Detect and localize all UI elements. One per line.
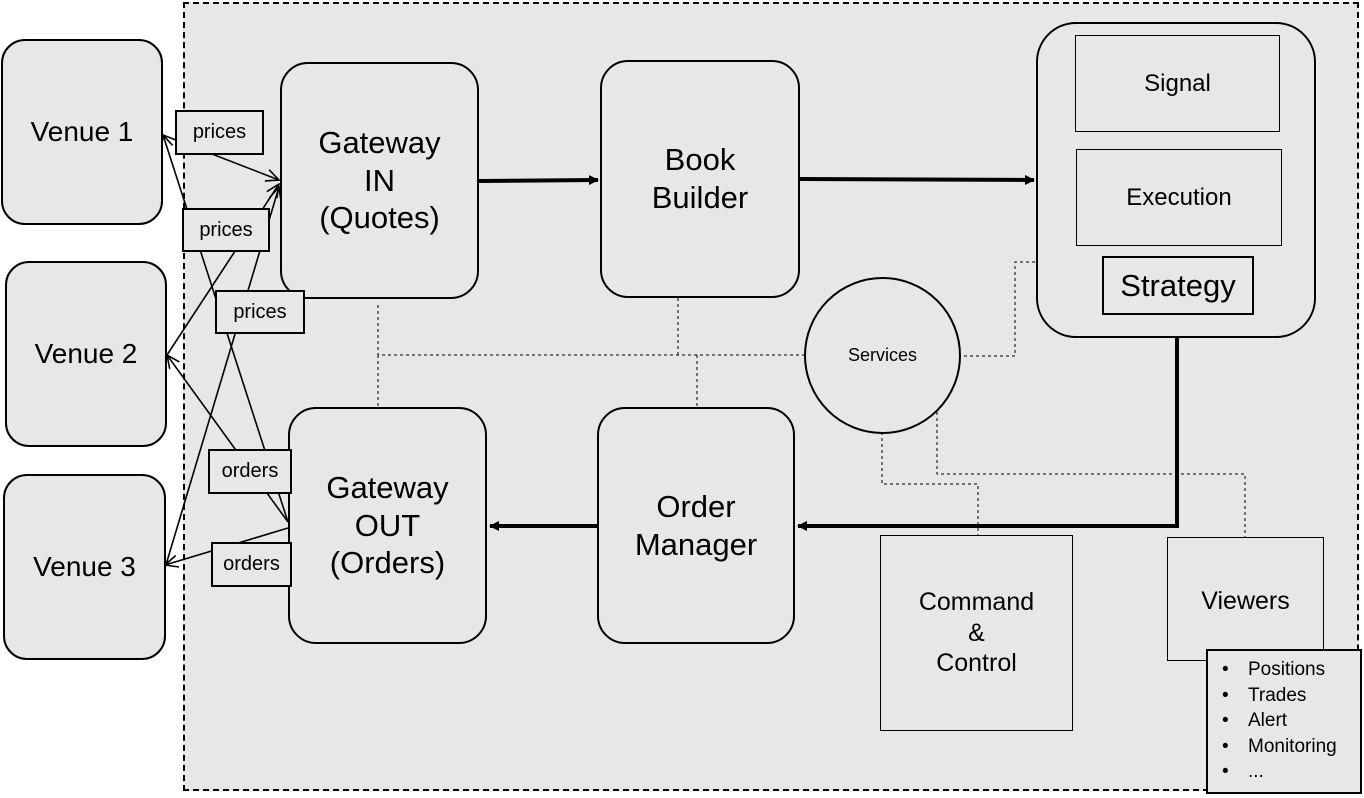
viewers-label: Viewers <box>1201 587 1290 615</box>
gateway-in-label: Gateway IN (Quotes) <box>318 124 441 236</box>
viewers-item-monitoring: Monitoring <box>1222 734 1352 760</box>
services-label: Services <box>847 344 918 365</box>
book-builder-label: Book Builder <box>651 142 749 215</box>
viewers-item-positions: Positions <box>1222 657 1352 683</box>
order-manager-label: Order Manager <box>634 488 758 562</box>
strategy-title-box: Strategy <box>1102 256 1254 315</box>
prices-tag-label: prices <box>199 218 253 241</box>
command-control-label: Command & Control <box>918 588 1035 678</box>
prices-tag: prices <box>182 208 270 252</box>
orders-tag: orders <box>208 449 292 494</box>
arrow-gateway-in-to-book-builder <box>478 175 599 186</box>
arrow-strategy-to-order-manager <box>797 338 1179 531</box>
service-link-strategy <box>958 261 1038 357</box>
book-builder-box: Book Builder <box>600 60 800 298</box>
command-control-box: Command & Control <box>880 535 1073 731</box>
venue-3-box: Venue 3 <box>3 474 166 660</box>
gateway-out-label: Gateway OUT (Orders) <box>326 469 449 581</box>
strategy-title: Strategy <box>1120 267 1236 303</box>
orders-tag-label: orders <box>223 553 280 576</box>
prices-tag: prices <box>175 110 264 155</box>
execution-label: Execution <box>1126 183 1232 211</box>
gateway-in-box: Gateway IN (Quotes) <box>280 62 479 299</box>
venue-2-box: Venue 2 <box>5 261 167 447</box>
prices-tag: prices <box>215 290 305 334</box>
viewers-item-alert: Alert <box>1222 708 1352 734</box>
arrow-book-builder-to-strategy <box>799 174 1035 185</box>
prices-tag-label: prices <box>233 300 287 323</box>
venue-2-label: Venue 2 <box>34 337 138 369</box>
gateway-out-box: Gateway OUT (Orders) <box>288 407 487 644</box>
viewers-item-trades: Trades <box>1222 683 1352 709</box>
orders-tag-label: orders <box>221 460 279 483</box>
orders-tag: orders <box>211 542 292 587</box>
arrow-orders-venue2 <box>167 355 289 523</box>
viewers-box: Viewers <box>1167 537 1324 661</box>
service-links <box>377 261 1246 538</box>
service-link-viewers <box>936 412 1246 538</box>
service-link-gateway-in <box>377 305 806 356</box>
venue-1-label: Venue 1 <box>30 115 134 147</box>
service-link-command-control <box>881 432 979 536</box>
execution-box: Execution <box>1076 149 1282 246</box>
services-circle: Services <box>804 277 961 434</box>
viewers-item-more: ... <box>1222 759 1352 785</box>
viewers-list-box: Positions Trades Alert Monitoring ... <box>1206 649 1362 794</box>
viewers-list: Positions Trades Alert Monitoring ... <box>1222 657 1352 785</box>
prices-tag-label: prices <box>192 121 247 144</box>
signal-label: Signal <box>1144 69 1211 97</box>
venue-3-label: Venue 3 <box>33 550 136 582</box>
order-manager-box: Order Manager <box>597 407 795 644</box>
venue-1-box: Venue 1 <box>1 39 163 225</box>
signal-box: Signal <box>1075 35 1280 132</box>
